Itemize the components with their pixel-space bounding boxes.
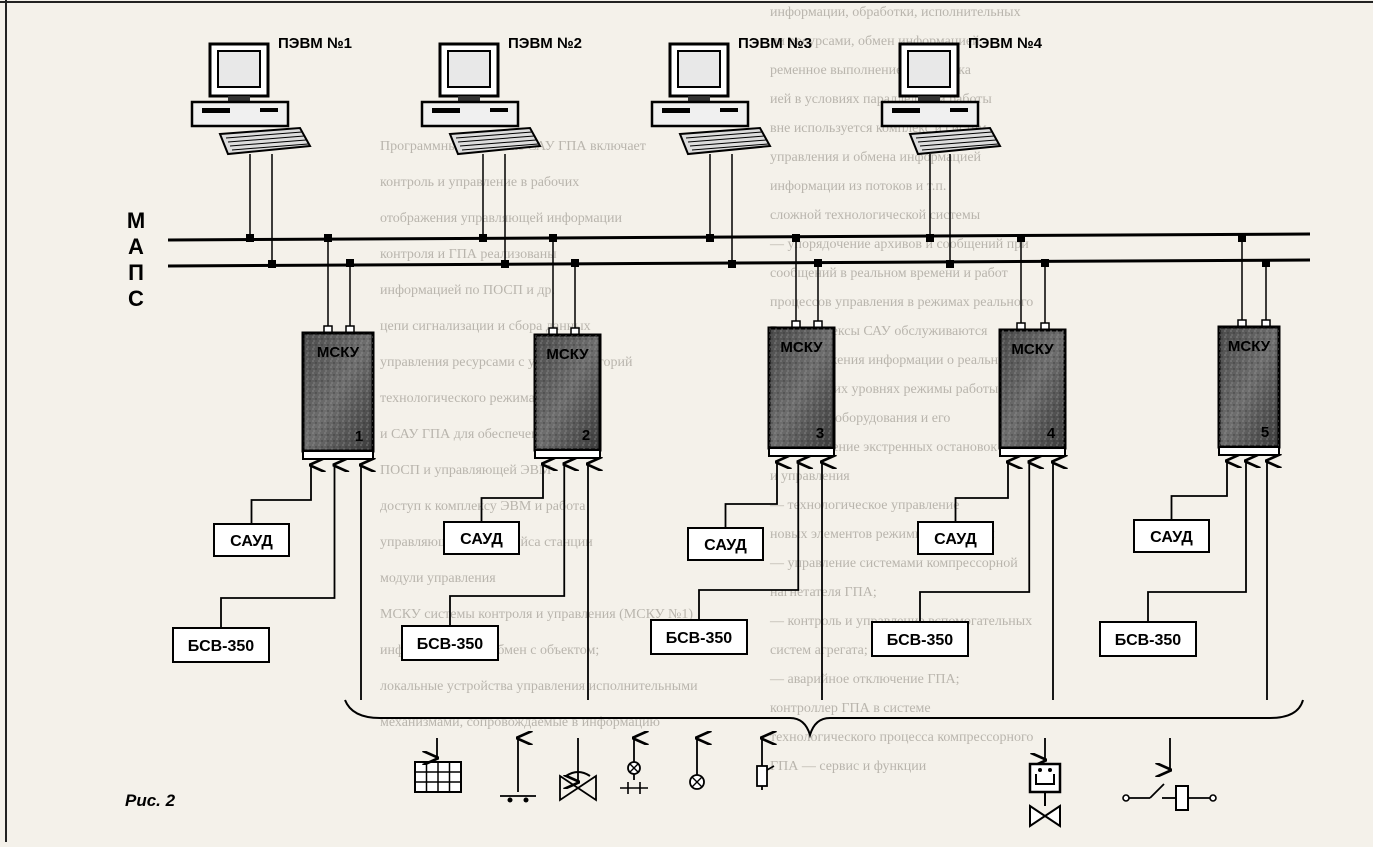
msku-module-1: МСКУ 1 [301,234,375,460]
msku-modules-group: МСКУ 1 МСКУ 2 МСКУ 3 МСКУ 4 МСКУ 5 [301,234,1281,460]
msku-label: МСКУ [1011,341,1054,358]
msku-label: МСКУ [546,346,589,363]
valve-actuator-icon [559,738,597,802]
computers-group: ПЭВМ №1 ПЭВМ №2 ПЭВМ №3 ПЭВМ №4 [190,35,1043,268]
bsv-label: БСВ-350 [666,630,733,647]
background-text-line: доступ к комплексу ЭВМ и работа [380,499,586,514]
msku-module-2: МСКУ 2 [533,234,602,459]
bus-line-lower [167,258,1311,268]
background-text-line: ГПА — сервис и функции [770,759,927,774]
bsv-label: БСВ-350 [887,632,954,649]
msku-number: 2 [582,427,590,444]
background-text-line: систем агрегата; [770,643,868,658]
msku-number: 3 [816,425,824,442]
saud-label: САУД [230,533,273,550]
switch-icon [756,738,774,790]
bsv-label: БСВ-350 [188,638,255,655]
saud-label: САУД [704,537,747,554]
maps-bus-label: М А П С [127,208,145,311]
field-devices-group [414,738,1217,828]
maps-letter: С [128,286,144,311]
background-text-line: нагнетателя ГПА; [770,585,877,600]
motor-valve-icon [1028,738,1062,828]
background-text-line: процессов управления в режимах реального [770,295,1033,310]
computer-pc-2: ПЭВМ №2 [420,35,582,268]
background-text-line: информации из потоков и т.п. [770,179,946,194]
computer-pc-4: ПЭВМ №4 [880,35,1043,268]
lamp-indicator-icon [620,738,648,794]
background-text-line: информацией по ПОСП и др. [380,283,555,298]
background-text-line: контроля и ГПА реализованы [380,247,557,262]
module-peripherals-5: САУД БСВ-350 [1099,461,1267,700]
background-text-line: цепи сигнализации и сбора данных [380,319,591,334]
bsv-label: БСВ-350 [1115,632,1182,649]
computer-label: ПЭВМ №3 [738,35,812,52]
module-peripherals-4: САУД БСВ-350 [871,462,1053,700]
bus-line-upper [167,232,1311,242]
lamp-icon [689,738,704,790]
background-text-line: локальные устройства управления исполнит… [380,679,698,694]
background-text-line: отображения управляющей информации [380,211,623,226]
saud-label: САУД [460,531,503,548]
msku-module-4: МСКУ 4 [998,234,1067,457]
saud-label: САУД [934,531,977,548]
msku-label: МСКУ [1228,338,1271,355]
background-text-line: МСКУ системы контроля и управления (МСКУ… [380,607,693,622]
background-text-line: сложной технологической системы [770,208,981,223]
msku-label: МСКУ [780,339,823,356]
background-text-line: модули управления [380,571,496,586]
background-text-line: — упорядочение архивов и сообщений при [769,237,1029,252]
background-text-line: — технологическое управление [769,498,960,513]
computer-label: ПЭВМ №1 [278,35,352,52]
background-text-line: технологического режима. [380,391,538,406]
computer-label: ПЭВМ №4 [968,35,1043,52]
background-text-line: технологического процесса компрессорного [770,730,1033,745]
msku-number: 1 [355,428,363,445]
maps-letter: П [128,260,144,285]
background-text-line: и управления [770,469,850,484]
msku-label: МСКУ [317,344,360,361]
maps-letter: М [127,208,145,233]
background-text-line: ПОСП и управляющей ЭВМ [380,463,552,478]
msku-module-5: МСКУ 5 [1217,234,1281,456]
background-text-line: контроль и управление в рабочих [380,175,579,190]
bsv-label: БСВ-350 [417,636,484,653]
background-text-line: и САУ ГПА для обеспечения [380,427,553,442]
computer-pc-1: ПЭВМ №1 [190,35,352,268]
maps-letter: А [128,234,144,259]
background-text-line: — аварийное отключение ГПА; [769,672,960,687]
msku-number: 4 [1047,425,1056,442]
saud-label: САУД [1150,529,1193,546]
computer-pc-3: ПЭВМ №3 [650,35,812,268]
background-text-line: сообщений в реальном времени и работ [770,266,1008,281]
field-devices-brace [344,699,1304,739]
peripherals-group: САУД БСВ-350 САУД БСВ-350 САУД БСВ-350 САУД БСВ… [172,461,1267,700]
grid-display-icon [414,738,462,793]
module-peripherals-1: САУД БСВ-350 [172,465,361,700]
module-peripherals-3: САУД БСВ-350 [650,462,822,700]
figure-caption: Рис. 2 [125,791,176,810]
module-peripherals-2: САУД БСВ-350 [401,464,588,700]
msku-module-3: МСКУ 3 [767,234,836,457]
computer-label: ПЭВМ №2 [508,35,582,52]
background-text-line: информации, обработки, исполнительных [770,5,1021,20]
background-text-line: — управление системами компрессорной [769,556,1018,571]
relay-contact-icon [1122,738,1217,811]
background-text-line: контроллер ГПА в системе [770,701,931,716]
msku-number: 5 [1261,424,1269,441]
sensor-arrow-icon [500,738,536,803]
